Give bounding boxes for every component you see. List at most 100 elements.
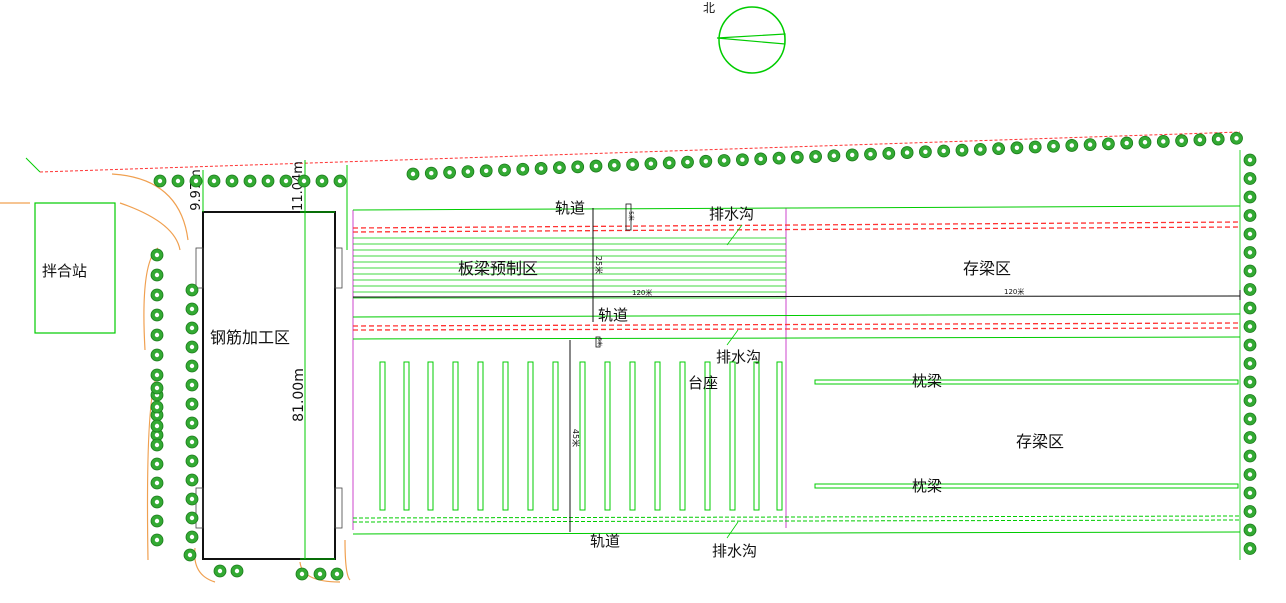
tree-icon: [185, 321, 199, 335]
tree-icon: [1243, 246, 1257, 259]
tree-icon: [185, 359, 199, 373]
drain-middle-label: 排水沟: [716, 348, 761, 366]
trees: [150, 131, 1257, 581]
tree-icon: [150, 268, 164, 282]
tree-icon: [919, 145, 932, 159]
tree-icon: [185, 302, 199, 316]
tree-icon: [1243, 172, 1257, 185]
tree-icon: [1243, 412, 1257, 426]
tree-icon: [150, 514, 164, 528]
tree-icon: [644, 157, 658, 171]
tree-icon: [498, 163, 511, 177]
tree-icon: [150, 368, 164, 382]
rebar-building: [202, 211, 336, 560]
mixing-station-label: 拌合站: [42, 262, 87, 280]
tree-icon: [900, 146, 914, 159]
north-label: 北: [703, 1, 715, 15]
tree-icon: [1102, 137, 1115, 151]
tree-icon: [571, 160, 585, 174]
tree-icon: [243, 174, 257, 188]
rebar-area-label: 钢筋加工区: [210, 328, 290, 347]
tree-icon: [183, 548, 197, 562]
tree-icon: [937, 144, 951, 158]
storage-area-top-label: 存梁区: [963, 259, 1011, 278]
tree-icon: [150, 288, 164, 302]
tree-icon: [1175, 134, 1188, 148]
pedestal-label: 台座: [688, 374, 718, 392]
tree-icon: [1010, 141, 1024, 155]
tree-icon: [150, 457, 164, 471]
tree-icon: [330, 567, 344, 581]
dim-120-label-a: 120米: [632, 288, 652, 297]
tree-icon: [1138, 135, 1152, 149]
tree-icon: [150, 381, 164, 395]
tree-icon: [1065, 139, 1079, 152]
tree-icon: [1243, 338, 1257, 352]
tree-icon: [185, 473, 199, 487]
tree-icon: [295, 567, 309, 581]
tree-icon: [681, 155, 694, 169]
tree-icon: [516, 162, 530, 176]
tree-icon: [225, 174, 239, 188]
tree-icon: [185, 378, 199, 392]
north-arrow: 北: [703, 1, 786, 74]
tree-icon: [864, 147, 877, 161]
tree-icon: [1193, 133, 1207, 147]
tree-icon: [461, 165, 475, 179]
tree-icon: [185, 492, 199, 506]
tree-icon: [261, 174, 275, 188]
tree-icon: [185, 340, 199, 354]
tree-icon: [213, 564, 227, 578]
dim-small-top-label: 5米: [627, 211, 635, 221]
tree-icon: [150, 476, 164, 490]
tree-icon: [424, 166, 438, 180]
tree-icon: [1243, 449, 1257, 463]
tree-icon: [1243, 190, 1257, 204]
tree-icon: [662, 156, 676, 170]
tree-icon: [589, 159, 603, 173]
tree-icon: [1243, 394, 1257, 407]
tree-icon: [1243, 301, 1257, 315]
slab-precast-label: 板梁预制区: [458, 259, 538, 278]
track-middle-label: 轨道: [598, 306, 628, 324]
tree-icon: [882, 146, 896, 160]
drain-top-label: 排水沟: [709, 205, 754, 223]
tree-icon: [150, 308, 164, 322]
tree-icon: [1156, 135, 1170, 148]
drain-bottom-label: 排水沟: [712, 542, 757, 560]
tree-icon: [772, 151, 786, 165]
pedestals: [379, 361, 783, 511]
small-dim-box-mid: [595, 336, 601, 348]
tree-icon: [207, 174, 221, 188]
rebar-columns: [195, 247, 343, 529]
tree-icon: [626, 158, 639, 171]
tree-icon: [150, 400, 164, 414]
dim-81-label: 81.00m: [291, 368, 307, 422]
tree-icon: [1243, 153, 1257, 167]
tree-icon: [313, 567, 327, 581]
storage-area-bottom-label: 存梁区: [1016, 432, 1064, 451]
tree-icon: [185, 435, 199, 449]
tree-icon: [279, 174, 293, 188]
tree-icon: [150, 248, 164, 262]
dim-25-label: 25米: [594, 256, 604, 274]
tree-icon: [150, 328, 164, 342]
tree-icon: [1211, 132, 1225, 146]
tree-icon: [443, 166, 457, 179]
tree-icon: [1243, 320, 1257, 333]
sleeper-bottom-label: 枕梁: [912, 477, 942, 495]
corner-mark: [25, 157, 41, 173]
tree-icon: [150, 533, 164, 547]
tree-icon: [736, 153, 749, 167]
tree-icon: [153, 174, 167, 188]
tree-icon: [1243, 542, 1257, 555]
tree-icon: [754, 152, 768, 166]
track-top-label: 轨道: [555, 199, 585, 217]
tree-icon: [171, 174, 185, 188]
tree-icon: [1243, 357, 1257, 370]
tree-icon: [1243, 209, 1257, 222]
drain-lines: [352, 221, 1241, 331]
tree-icon: [185, 454, 199, 468]
tree-icon: [1243, 523, 1257, 537]
